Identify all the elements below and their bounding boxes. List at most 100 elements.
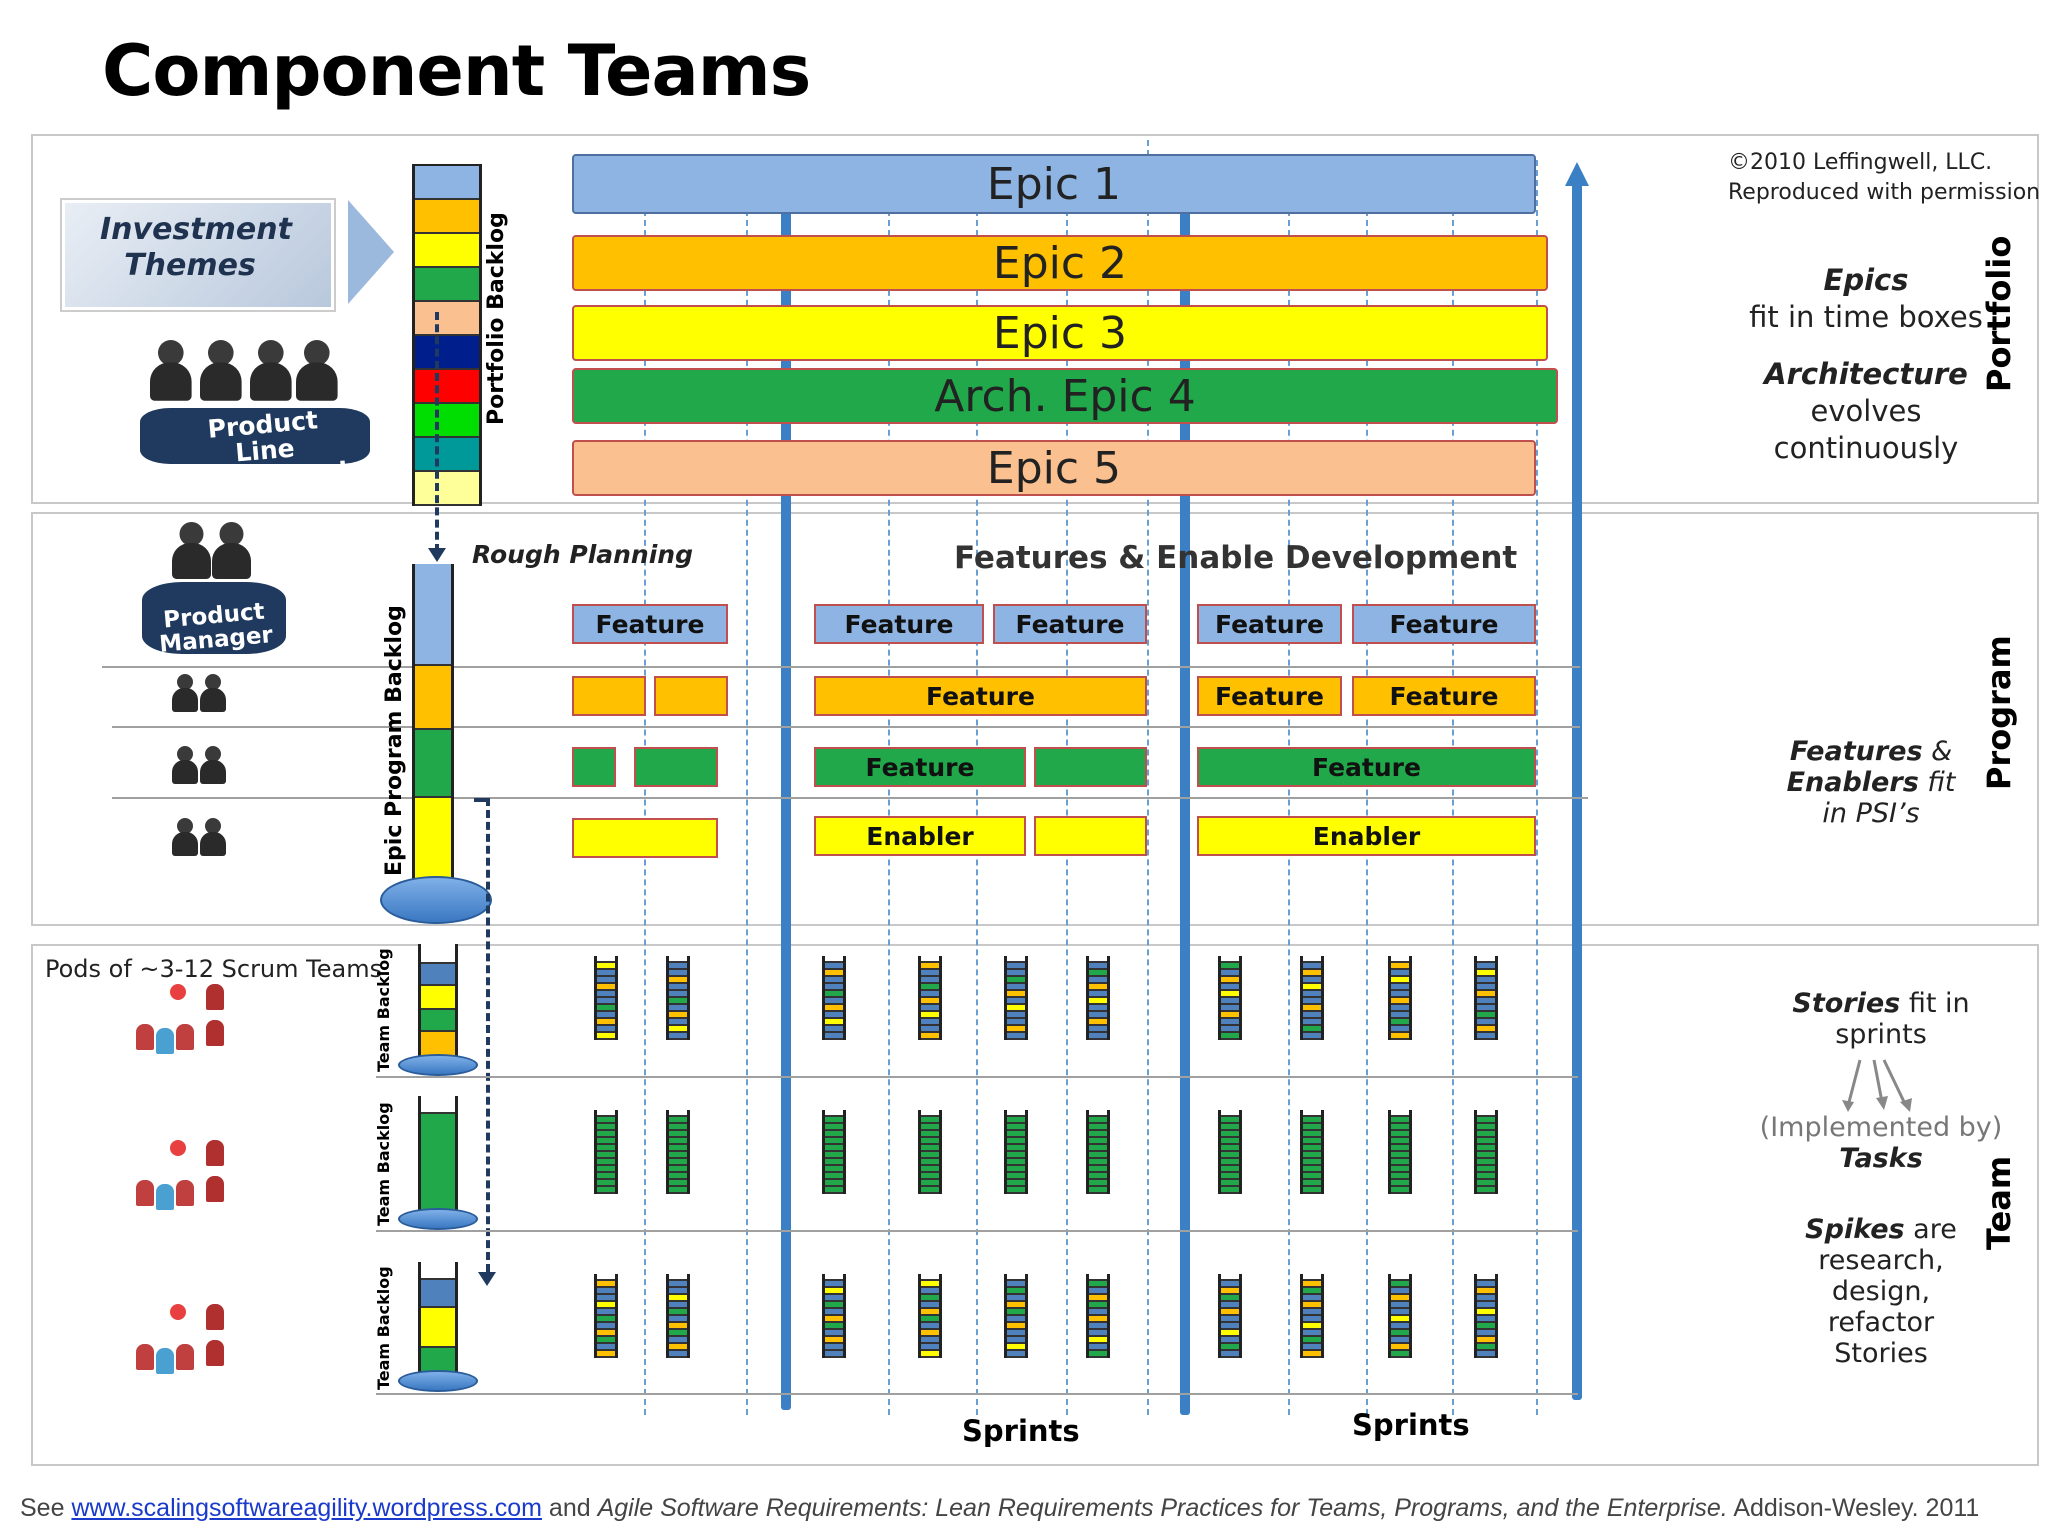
sprint-divider (644, 160, 646, 1415)
features-heading: Features & Enable Development (954, 540, 1518, 576)
product-line-label: Product Line Managment (182, 405, 352, 499)
person-icon (150, 340, 192, 401)
team-backlog-stack (418, 944, 458, 1058)
person-icon (172, 522, 211, 579)
product-manager-label: Product Manager (158, 598, 274, 658)
epic-program-backlog-stack (412, 564, 454, 900)
feature-box (572, 747, 616, 787)
sprint-backlog (1388, 1110, 1412, 1194)
team-people-icon (200, 746, 226, 784)
person-icon (250, 340, 292, 401)
sprint-backlog (1004, 1274, 1028, 1358)
feature-box (1034, 747, 1147, 787)
team-people-icon (172, 818, 198, 856)
sprint-backlog (1474, 956, 1498, 1040)
enabler-box: Enabler (814, 816, 1026, 856)
sprint-backlog (1086, 956, 1110, 1040)
sprint-backlog (1086, 1110, 1110, 1194)
page-title: Component Teams (102, 30, 811, 112)
person-icon (200, 340, 242, 401)
team-backlog-label: Team Backlog (374, 1266, 393, 1390)
feature-box: Feature (1197, 747, 1536, 787)
sprint-backlog (1300, 1110, 1324, 1194)
sprint-backlog (822, 1110, 846, 1194)
sprint-backlog (1474, 1110, 1498, 1194)
team-backlog-label: Team Backlog (374, 1102, 393, 1226)
sprint-backlog (1086, 1274, 1110, 1358)
sprint-backlog (1388, 1274, 1412, 1358)
feature-box: Feature (1352, 676, 1536, 716)
sprint-backlog (666, 1110, 690, 1194)
sprint-backlog (1004, 1110, 1028, 1194)
psi-boundary (1572, 175, 1582, 1400)
team-backlog-stack (418, 1096, 458, 1212)
dashed-arrow (435, 312, 439, 552)
sprint-backlog (822, 1274, 846, 1358)
sprint-backlog (594, 1274, 618, 1358)
product-line-base (140, 408, 370, 464)
sprint-divider (976, 160, 978, 1415)
team-people-icon (200, 818, 226, 856)
backlog-base (398, 1370, 478, 1392)
scrum-team-icon (136, 1140, 236, 1220)
feature-box: Feature (1352, 604, 1536, 644)
program-band (31, 512, 2039, 926)
sprint-backlog (1300, 956, 1324, 1040)
sprint-divider (1452, 160, 1454, 1415)
feature-box (654, 676, 728, 716)
sprint-divider (888, 160, 890, 1415)
person-icon (296, 340, 338, 401)
permission-note: Reproduced with permission (1728, 180, 2041, 205)
team-people-icon (200, 674, 226, 712)
row-divider (102, 666, 1580, 668)
sprint-divider (1066, 160, 1068, 1415)
row-divider (376, 1076, 1578, 1078)
arch-epic-4: Arch. Epic 4 (572, 368, 1558, 424)
feature-box: Feature (993, 604, 1147, 644)
sprint-divider (1288, 160, 1290, 1415)
row-divider (376, 1393, 1578, 1395)
sprint-divider (1366, 160, 1368, 1415)
sprint-backlog (666, 1274, 690, 1358)
chevron-right-icon (348, 200, 394, 304)
row-divider (112, 726, 1580, 728)
sprint-backlog (594, 956, 618, 1040)
epic-program-backlog-label: Epic Program Backlog (382, 605, 407, 876)
dashed-arrow (486, 798, 490, 1272)
sprints-label: Sprints (962, 1414, 1080, 1448)
dashed-arrow (474, 798, 488, 802)
sprint-divider (1536, 160, 1538, 1415)
arrow-icons (1842, 1059, 1912, 1112)
backlog-base (398, 1208, 478, 1230)
team-people-icon (172, 674, 198, 712)
sprint-divider (746, 160, 748, 1415)
portfolio-notes: Epics fit in time boxes Architecture evo… (1749, 263, 1983, 465)
rough-planning-label: Rough Planning (472, 540, 693, 569)
enabler-box: Enabler (1197, 816, 1536, 856)
sprint-backlog (918, 956, 942, 1040)
epic-1: Epic 1 (572, 154, 1536, 214)
epic-2: Epic 2 (572, 235, 1548, 291)
enabler-box (1034, 816, 1147, 856)
sprint-backlog (918, 1110, 942, 1194)
sprint-backlog (1300, 1274, 1324, 1358)
feature-box: Feature (1197, 676, 1342, 716)
footer-link[interactable]: www.scalingsoftwareagility.wordpress.com (71, 1494, 542, 1522)
arrow-down-icon (478, 1272, 496, 1286)
feature-box: Feature (572, 604, 728, 644)
scrum-team-icon (136, 1304, 236, 1384)
arrow-down-icon (428, 548, 446, 562)
feature-box: Feature (1197, 604, 1342, 644)
investment-themes-label: Investment Themes (100, 212, 292, 283)
portfolio-backlog-stack (412, 164, 482, 506)
arrow-up-icon (1565, 162, 1589, 186)
epic-3: Epic 3 (572, 305, 1548, 361)
psi-boundary (781, 200, 791, 1410)
portfolio-backlog-label: Portfolio Backlog (484, 212, 509, 425)
pods-label: Pods of ~3-12 Scrum Teams (45, 955, 383, 983)
sprint-backlog (822, 956, 846, 1040)
investment-themes-box (62, 200, 334, 310)
product-manager-base (142, 582, 286, 654)
sprints-label: Sprints (1352, 1408, 1470, 1442)
epic-5: Epic 5 (572, 440, 1536, 496)
